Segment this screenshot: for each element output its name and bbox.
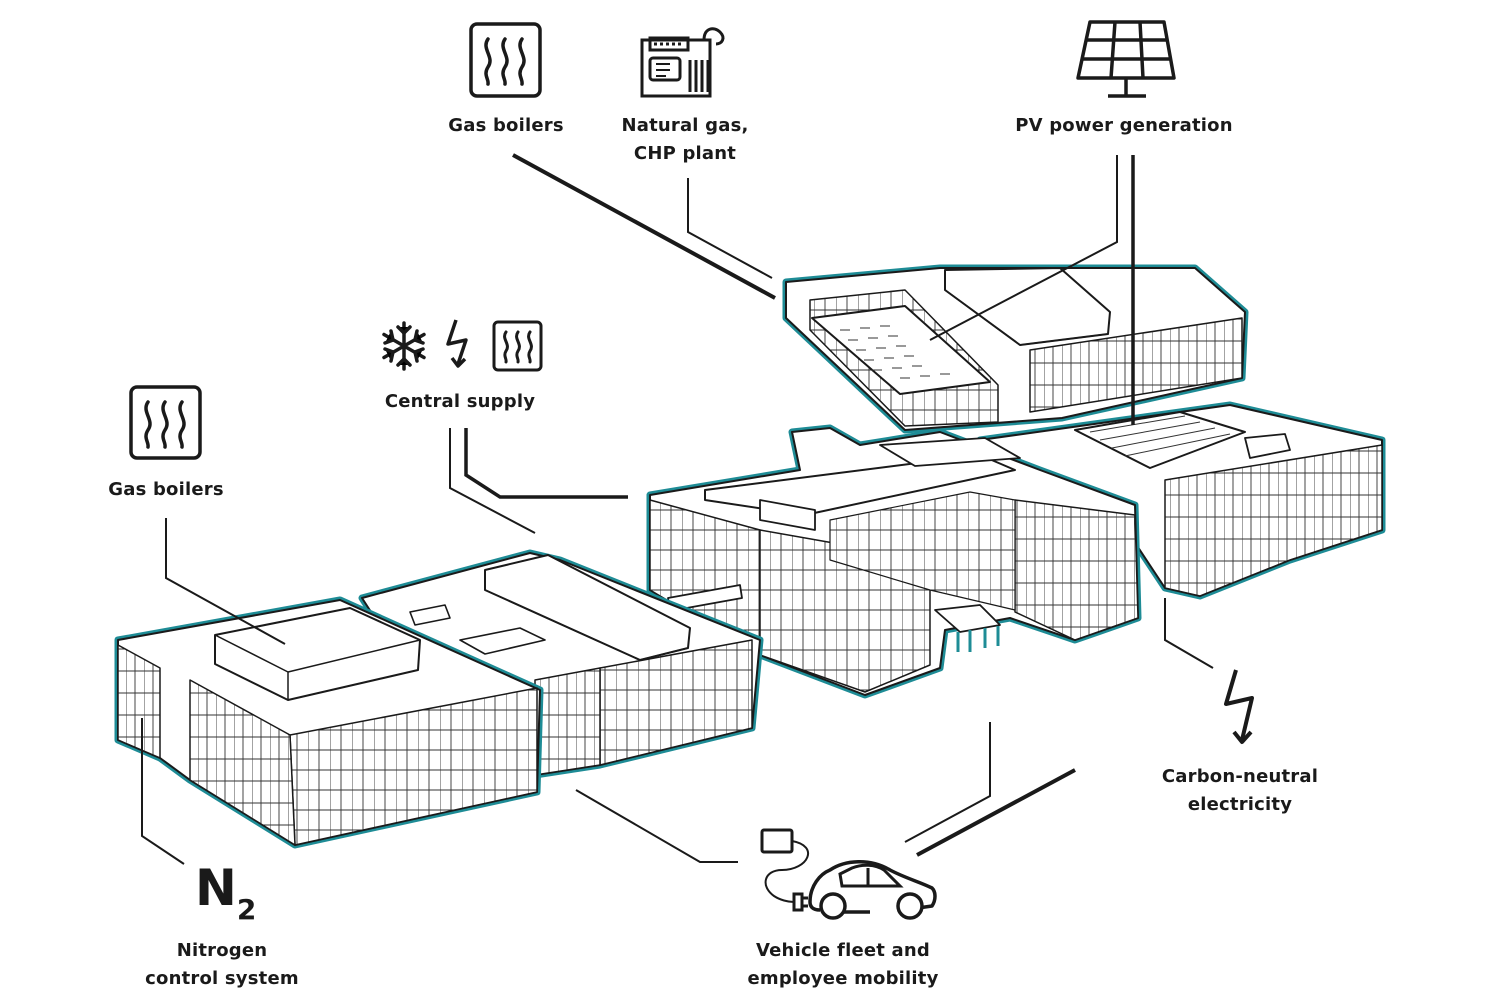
lightning-icon [446, 319, 468, 368]
chp-generator-icon [640, 27, 725, 98]
gas-boilers-left-label: Gas boilers [108, 479, 224, 500]
central-supply-label: Central supply [384, 391, 536, 412]
skylights [840, 325, 950, 379]
lightning-icon [1224, 669, 1254, 744]
heat-icon [492, 320, 543, 372]
vehicle-fleet-label: Vehicle fleet and employee mobility [747, 940, 939, 989]
carbon-neutral-electricity-label: Carbon-neutral electricity [1161, 766, 1319, 815]
building-west [114, 596, 544, 849]
solar-panel-icon [1076, 20, 1176, 98]
chp-plant-label: Natural gas, CHP plant [621, 115, 749, 164]
building-east [976, 401, 1386, 600]
pv-generation-label: PV power generation [1015, 115, 1233, 136]
electric-car-icon [760, 828, 937, 920]
building-north [782, 264, 1249, 434]
building-central [646, 424, 1142, 699]
gas-boilers-top-label: Gas boilers [448, 115, 564, 136]
nitrogen-symbol: N2 [195, 859, 257, 926]
connector-lines [141, 153, 1214, 865]
snowflake-icon [382, 321, 426, 371]
nitrogen-control-label: Nitrogen control system [145, 940, 299, 989]
heat-icon [129, 385, 202, 460]
heat-icon [469, 22, 542, 98]
